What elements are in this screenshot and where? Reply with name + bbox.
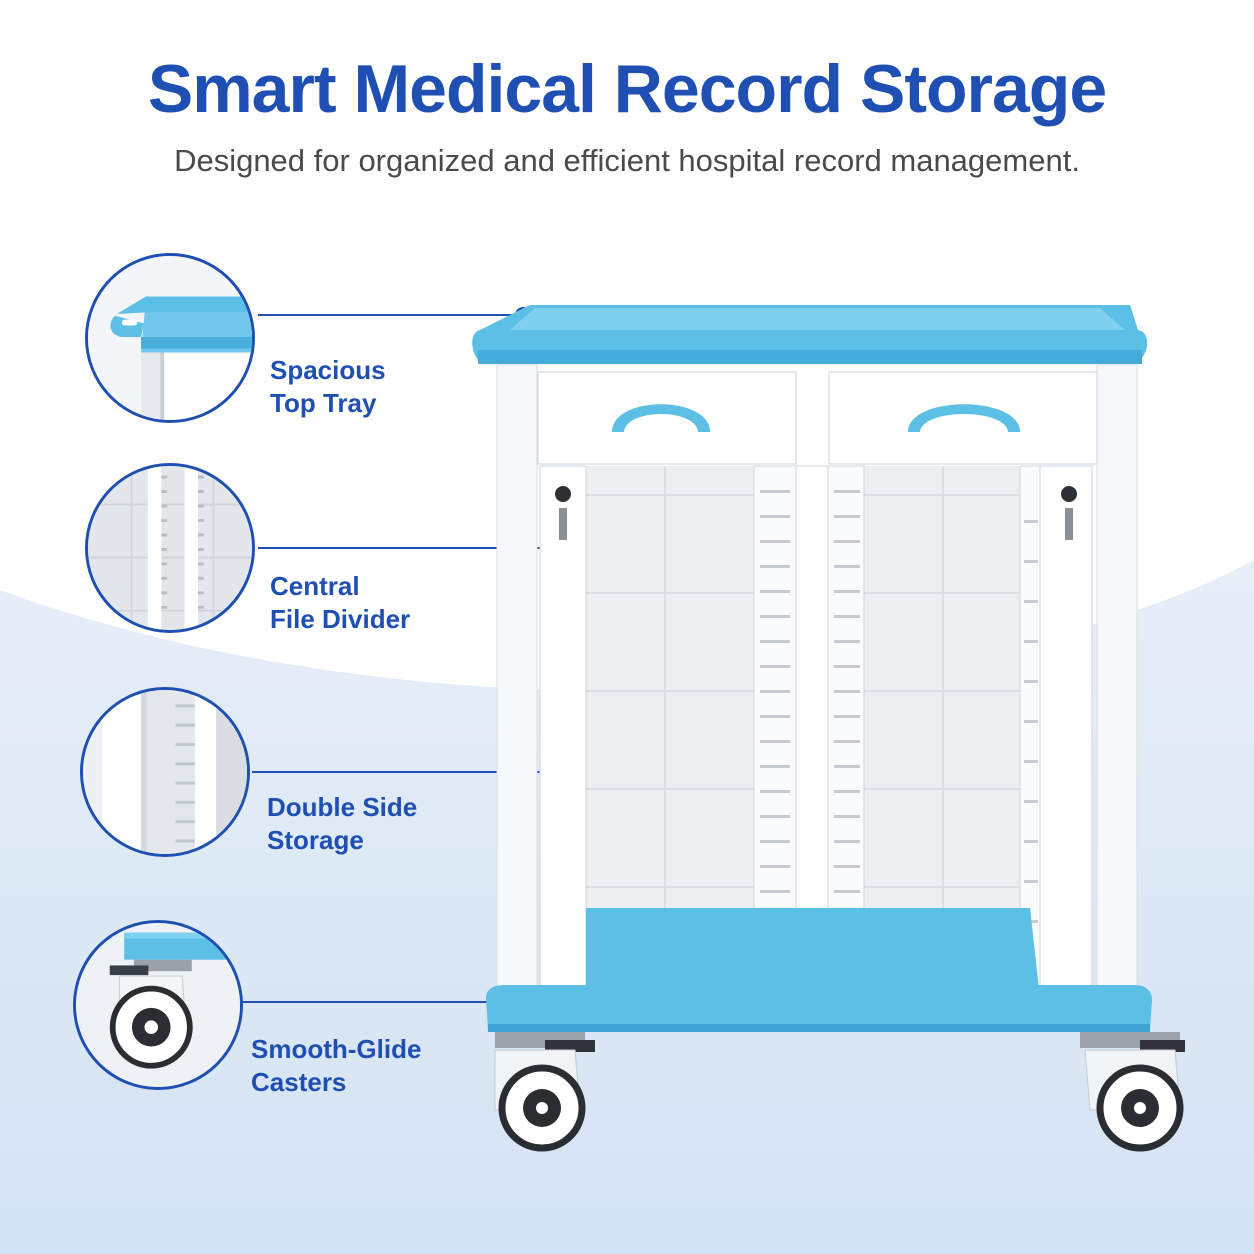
top-tray-closeup-icon — [85, 253, 255, 423]
caster-right — [1080, 1032, 1185, 1152]
callout-label-file-divider: Central File Divider — [270, 570, 410, 636]
caster-left — [494, 1032, 595, 1152]
callout-line2: Top Tray — [270, 388, 377, 418]
callout-line1: Smooth-Glide — [251, 1034, 422, 1064]
callout-label-double-side: Double Side Storage — [267, 791, 417, 857]
callout-label-top-tray: Spacious Top Tray — [270, 354, 386, 420]
callout-line1: Central — [270, 571, 360, 601]
page-subtitle: Designed for organized and efficient hos… — [174, 143, 1080, 178]
medical-record-cart-image — [472, 305, 1185, 1152]
callout-line2: File Divider — [270, 604, 411, 634]
file-divider-closeup-icon — [85, 463, 255, 633]
callout-line2: Casters — [251, 1067, 347, 1097]
callout-line2: Storage — [267, 825, 364, 855]
callout-line1: Double Side — [267, 792, 418, 822]
double-side-storage-closeup-icon — [80, 687, 250, 857]
caster-wheel-closeup-icon — [73, 920, 243, 1090]
callout-label-casters: Smooth-Glide Casters — [251, 1033, 421, 1099]
callout-line1: Spacious — [270, 355, 386, 385]
page-title: Smart Medical Record Storage — [147, 51, 1107, 127]
